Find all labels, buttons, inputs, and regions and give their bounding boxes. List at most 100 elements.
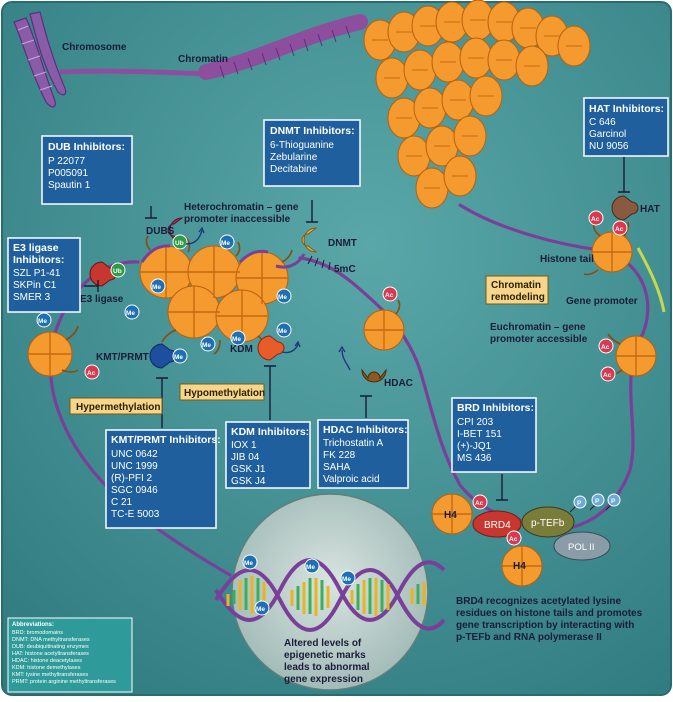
inset-me-tag-4: Me [342, 576, 351, 583]
brd4-caption-3: gene transcription by interacting with [456, 620, 634, 631]
me-tag-6: Me [278, 294, 287, 301]
kmt-item-4: SGC 0946 [111, 485, 158, 496]
abbreviations-title: Abbreviations: [12, 622, 54, 628]
chromatin-coil [198, 14, 368, 80]
e3-item-1: SZL P1-41 [13, 268, 61, 279]
abbreviation-3: DUB: deubiquitinating enzymes [12, 644, 89, 650]
dub-inhibitors-panel: DUB Inhibitors: P 22077 P005091 Spautin … [41, 135, 133, 205]
nucleosome-hat [583, 221, 633, 276]
acetyl-tag-group [84, 210, 628, 546]
hdac-item-2: FK 228 [323, 450, 356, 461]
abbreviation-8: PRMT: protein arginine methyltransferase… [12, 679, 116, 685]
altered-caption-3: leads to abnormal [284, 662, 370, 673]
hat-inhibition-line [618, 156, 630, 193]
5mc-label: 5mC [334, 264, 356, 275]
abbreviation-4: HAT: histone acetyltransferases [12, 651, 89, 657]
e3-ligase-icon [89, 261, 126, 287]
me-tag-2: Me [152, 284, 161, 291]
pol2-label: POL II [568, 542, 595, 553]
ac-tag-5: Ac [601, 344, 610, 351]
abbreviation-5: HDAC: histone deacetylases [12, 658, 82, 664]
brd-item-3: (+)-JQ1 [457, 441, 492, 452]
e3-item-3: SMER 3 [13, 292, 51, 303]
dnmt-enzyme-icon [301, 227, 331, 271]
dub-inhibition-line [145, 206, 157, 219]
chromatin-label: Chromatin [178, 54, 228, 65]
me-tag-4: Me [232, 336, 241, 343]
ac-tag-7: Ac [475, 500, 484, 507]
hdac-enzyme-icon [338, 345, 387, 383]
dub-item-3: Spautin 1 [48, 180, 91, 191]
hat-item-3: NU 9056 [589, 141, 629, 152]
hdac-inhibitors-panel: HDAC Inhibitors: Trichostatin A FK 228 S… [317, 419, 409, 489]
kmt-item-5: C 21 [111, 497, 133, 508]
inset-me-tag-2: Me [256, 606, 265, 613]
e3-panel-title: E3 ligase [13, 242, 59, 254]
abbreviation-7: KMT: lysine methyltransferases [12, 672, 88, 678]
me-tag-9: Me [38, 318, 47, 325]
hdac-label: HDAC [384, 378, 413, 389]
brd4-label: BRD4 [484, 520, 511, 531]
me-tag-8: Me [278, 328, 287, 335]
h4-nucleosome-bottom [501, 545, 543, 587]
nucleosome-array [363, 0, 591, 209]
dnmt-item-1: 6-Thioguanine [270, 140, 334, 151]
brd4-complex [472, 493, 621, 561]
brd-inhibition-line [496, 474, 508, 501]
hdac-panel-title: HDAC Inhibitors: [323, 424, 408, 436]
me-tag-3: Me [126, 310, 135, 317]
dnmt-label: DNMT [328, 238, 357, 249]
altered-caption-4: gene expression [284, 674, 363, 685]
ptefb-label: p-TEFb [531, 518, 565, 529]
hdac-inhibition-line [360, 395, 372, 418]
altered-caption-2: epigenetic marks [284, 650, 366, 661]
dub-item-2: P005091 [48, 168, 88, 179]
me-tag-1: Me [221, 240, 230, 247]
ac-tag-3: Ac [591, 216, 600, 223]
chromatin-remodeling-tag [485, 275, 549, 305]
ac-tag-8: Ac [509, 536, 518, 543]
kmt-item-1: UNC 0642 [111, 449, 158, 460]
me-tag-7: Me [174, 354, 183, 361]
phospho-label-2: P [595, 498, 600, 505]
dnmt-item-2: Zebularine [270, 152, 318, 163]
hat-panel-title: HAT Inhibitors: [589, 103, 664, 115]
dubs-label: DUBS [146, 226, 175, 237]
dub-panel-title: DUB Inhibitors: [48, 141, 125, 153]
e3-ligase-label: E3 ligase [80, 294, 124, 305]
chromosome-label: Chromosome [62, 42, 127, 53]
heterochromatin-label-2: promoter inaccessible [184, 214, 291, 225]
kdm-inhibition-line [264, 365, 276, 420]
chromatin-fiber [59, 68, 211, 77]
hat-item-1: C 646 [589, 117, 616, 128]
brd-item-2: I-BET 151 [457, 429, 502, 440]
hypomethylation-tag [179, 383, 265, 401]
kmt-panel-title: KMT/PRMT Inhibitors: [111, 434, 221, 446]
hat-inhibitors-panel: HAT Inhibitors: C 646 Garcinol NU 9056 [583, 97, 669, 157]
ac-tag-4: Ac [615, 226, 624, 233]
brd-item-4: MS 436 [457, 453, 492, 464]
brd4-caption-2: residues on histone tails and promotes [456, 608, 643, 619]
kdm-item-2: JIB 04 [231, 452, 260, 463]
chromosome-icon [13, 11, 67, 108]
chromatin-remodeling-text-2: remodeling [491, 292, 545, 303]
abbreviations-box: Abbreviations: BRD: bromodomains DNMT: D… [7, 617, 133, 693]
ub-label-dubs: Ub [175, 240, 184, 247]
kdm-item-4: GSK J4 [231, 476, 266, 487]
gene-expression-inset [214, 493, 446, 691]
histone-tail-label: Histone tail [540, 254, 594, 265]
abbreviation-2: DNMT: DNA methyltransferases [12, 637, 90, 643]
hypermethylation-text: Hypermethylation [76, 402, 160, 413]
dnmt-panel-title: DNMT Inhibitors: [270, 125, 355, 137]
kmt-item-2: UNC 1999 [111, 461, 158, 472]
hat-enzyme-icon [611, 195, 639, 221]
heterochromatin-cluster [139, 235, 306, 355]
kmt-item-6: TC-E 5003 [111, 509, 160, 520]
h4-nucleosome-top [431, 493, 473, 535]
methyl-tag-group [36, 234, 292, 364]
e3-panel-title-2: Inhibitors: [13, 254, 64, 266]
kmt-prmt-inhibitors-panel: KMT/PRMT Inhibitors: UNC 0642 UNC 1999 (… [105, 429, 221, 529]
e3-inhibitors-panel: E3 ligase Inhibitors: SZL P1-41 SKPin C1… [7, 237, 81, 313]
kdm-enzyme-icon [257, 335, 301, 361]
